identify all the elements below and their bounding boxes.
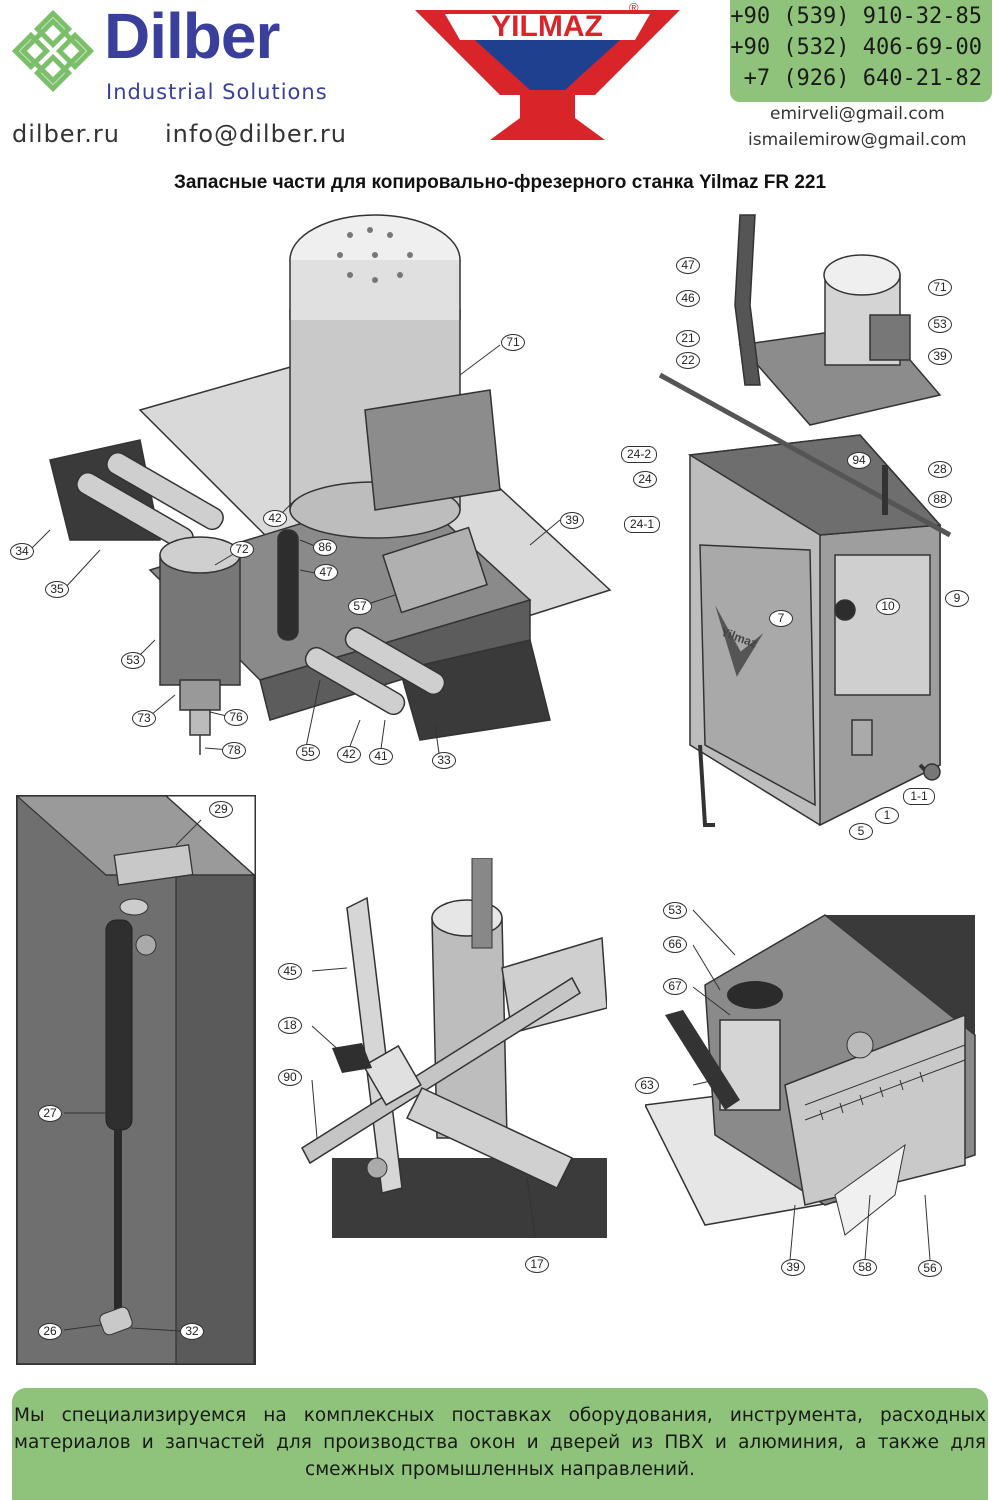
callout-76: 76 [224, 709, 248, 726]
callout-24-1: 24-1 [624, 516, 660, 533]
callout-57: 57 [348, 598, 372, 615]
callout-45: 45 [278, 963, 302, 980]
callout-88: 88 [928, 491, 952, 508]
callout-39-clamp: 39 [781, 1259, 805, 1276]
callout-41: 41 [369, 748, 393, 765]
phone-box: +90 (539) 910-32-85 +90 (532) 406-69-00 … [730, 0, 992, 102]
callout-71: 71 [501, 334, 525, 351]
callout-42: 42 [263, 510, 287, 527]
callout-39: 39 [560, 512, 584, 529]
callout-53-clamp: 53 [663, 902, 687, 919]
callout-47-overview: 47 [676, 257, 700, 274]
callout-24-2: 24-2 [621, 446, 657, 463]
callout-17: 17 [525, 1256, 549, 1273]
email-link[interactable]: info@dilber.ru [165, 120, 347, 148]
callout-35: 35 [45, 581, 69, 598]
dilber-logo-mark-icon [12, 10, 94, 92]
callout-1: 1 [875, 807, 899, 824]
machine-overview-drawing: Yilmaz [658, 214, 952, 827]
callout-1-1: 1-1 [903, 788, 935, 805]
head-unit-drawing [29, 214, 612, 761]
callout-24: 24 [633, 471, 657, 488]
registered-mark: ® [629, 0, 639, 15]
phone-2[interactable]: +90 (532) 406-69-00 [730, 35, 982, 60]
callout-72: 72 [230, 541, 254, 558]
callout-7: 7 [769, 610, 793, 627]
clamp-detail-drawing [645, 909, 976, 1261]
callout-71-overview: 71 [928, 279, 952, 296]
callout-42b: 42 [337, 746, 361, 763]
callout-33: 33 [432, 752, 456, 769]
yilmaz-logo-text: YILMAZ [491, 10, 603, 43]
brand-tagline: Industrial Solutions [106, 80, 328, 104]
callout-28: 28 [928, 461, 952, 478]
callout-21: 21 [676, 330, 700, 347]
callout-90: 90 [278, 1069, 302, 1086]
callout-27: 27 [38, 1105, 62, 1122]
website-link[interactable]: dilber.ru [12, 120, 120, 148]
callout-55: 55 [296, 744, 320, 761]
callout-78: 78 [222, 742, 246, 759]
callout-26: 26 [38, 1323, 62, 1340]
callout-18: 18 [278, 1017, 302, 1034]
callout-47: 47 [314, 564, 338, 581]
callout-29: 29 [209, 801, 233, 818]
callout-63: 63 [635, 1077, 659, 1094]
callout-53: 53 [121, 652, 145, 669]
footer-text: Мы специализируемся на комплексных поста… [14, 1405, 986, 1480]
gas-spring-detail-drawing [16, 795, 256, 1365]
callout-66: 66 [663, 936, 687, 953]
stop-detail-drawing [301, 858, 607, 1238]
callout-67: 67 [663, 978, 687, 995]
phone-3[interactable]: +7 (926) 640-21-82 [743, 66, 982, 91]
contact-email-1[interactable]: emirveli@gmail.com [770, 104, 945, 124]
callout-5: 5 [849, 823, 873, 840]
callout-10: 10 [876, 598, 900, 615]
callout-32: 32 [180, 1323, 204, 1340]
brand-name: Dilber [104, 0, 280, 72]
callout-9: 9 [945, 590, 969, 607]
callout-22: 22 [676, 352, 700, 369]
callout-73: 73 [132, 710, 156, 727]
yilmaz-logo: YILMAZ ® [415, 0, 680, 140]
callout-34: 34 [10, 543, 34, 560]
document-title: Запасные части для копировально-фрезерно… [173, 172, 827, 193]
phone-1[interactable]: +90 (539) 910-32-85 [730, 4, 982, 29]
callout-86: 86 [313, 539, 337, 556]
callout-94: 94 [847, 452, 871, 469]
footer-banner [12, 1388, 988, 1500]
callout-46: 46 [676, 290, 700, 307]
callout-56: 56 [918, 1260, 942, 1277]
contact-email-2[interactable]: ismailemirow@gmail.com [748, 130, 967, 150]
callout-53-overview: 53 [928, 316, 952, 333]
callout-58: 58 [853, 1259, 877, 1276]
callout-39-overview: 39 [928, 348, 952, 365]
